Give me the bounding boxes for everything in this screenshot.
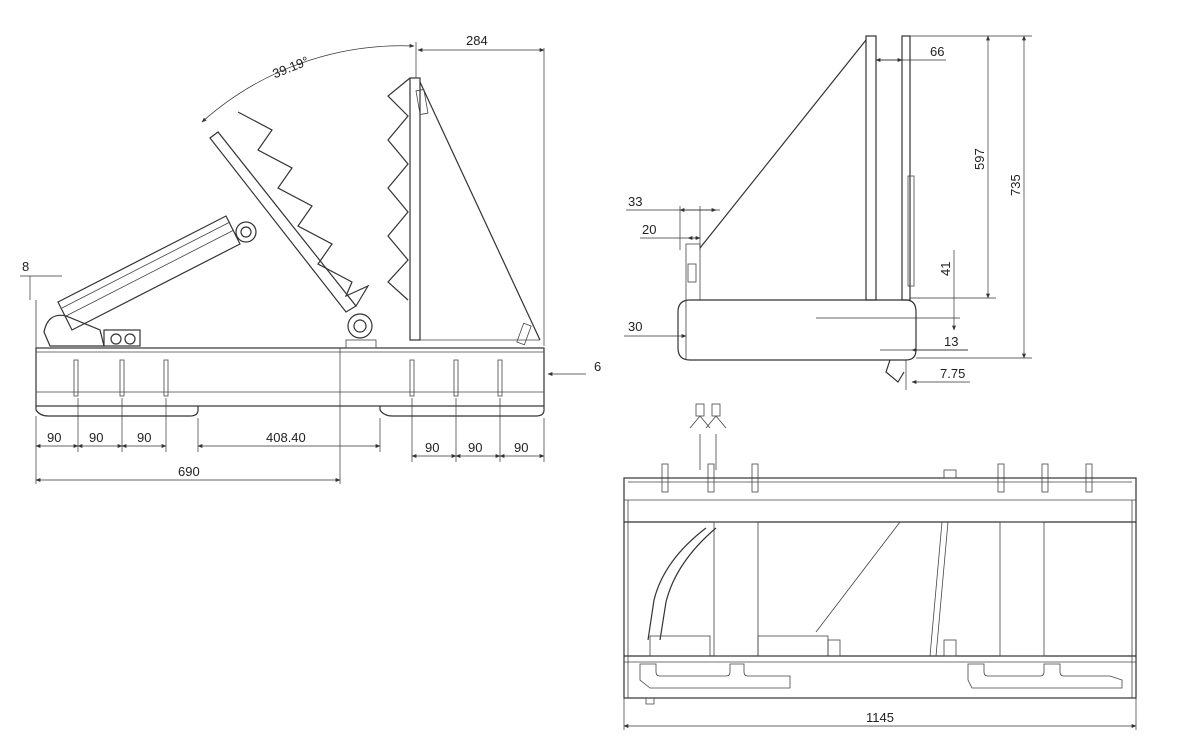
dim-tine-right-2: 90 <box>468 440 482 455</box>
vertical-jaw <box>387 42 541 346</box>
dim-tine-right-3: 90 <box>514 440 528 455</box>
tine-slots-left <box>73 359 169 397</box>
dim-tine-left-3: 90 <box>137 430 151 445</box>
dim-left-offset: 8 <box>22 259 29 274</box>
dim-bottom-height: 30 <box>628 319 642 334</box>
dim-overall: 690 <box>178 464 200 479</box>
base-frame <box>35 347 545 407</box>
dim-hook-outer: 33 <box>628 194 642 209</box>
top-frame <box>623 477 1137 699</box>
top-view: 1145 <box>623 403 1137 730</box>
tine-tabs <box>661 463 1093 493</box>
dim-step: 41 <box>938 262 953 276</box>
end-post-left <box>865 35 877 301</box>
hydraulic-cylinder <box>43 215 257 347</box>
dim-hook-inner: 20 <box>642 222 656 237</box>
hose-fittings <box>689 403 727 470</box>
angle-label: 39.19° <box>270 53 311 81</box>
dim-tine-left-1: 90 <box>47 430 61 445</box>
dim-inner-height: 597 <box>972 148 987 170</box>
dim-base-offset: 13 <box>944 334 958 349</box>
dim-total-height: 735 <box>1008 174 1023 196</box>
tine-slots-right <box>409 359 503 397</box>
dim-center-gap: 408.40 <box>266 430 306 445</box>
side-view: 39.19° 284 8 6 <box>20 33 601 484</box>
dim-overall-width: 1145 <box>866 710 894 725</box>
dim-tine-right-1: 90 <box>425 440 439 455</box>
end-view: 66 597 735 33 20 30 41 13 7.75 <box>624 35 1032 390</box>
dim-tine-left-2: 90 <box>89 430 103 445</box>
dim-top-width: 284 <box>466 33 488 48</box>
end-post-right <box>901 35 911 301</box>
bottom-dims <box>35 348 545 484</box>
tilted-jaw <box>209 111 377 349</box>
dim-toe: 7.75 <box>940 366 965 381</box>
end-base <box>677 299 917 361</box>
dim-top-offset: 66 <box>930 44 944 59</box>
dim-right-offset: 6 <box>594 359 601 374</box>
